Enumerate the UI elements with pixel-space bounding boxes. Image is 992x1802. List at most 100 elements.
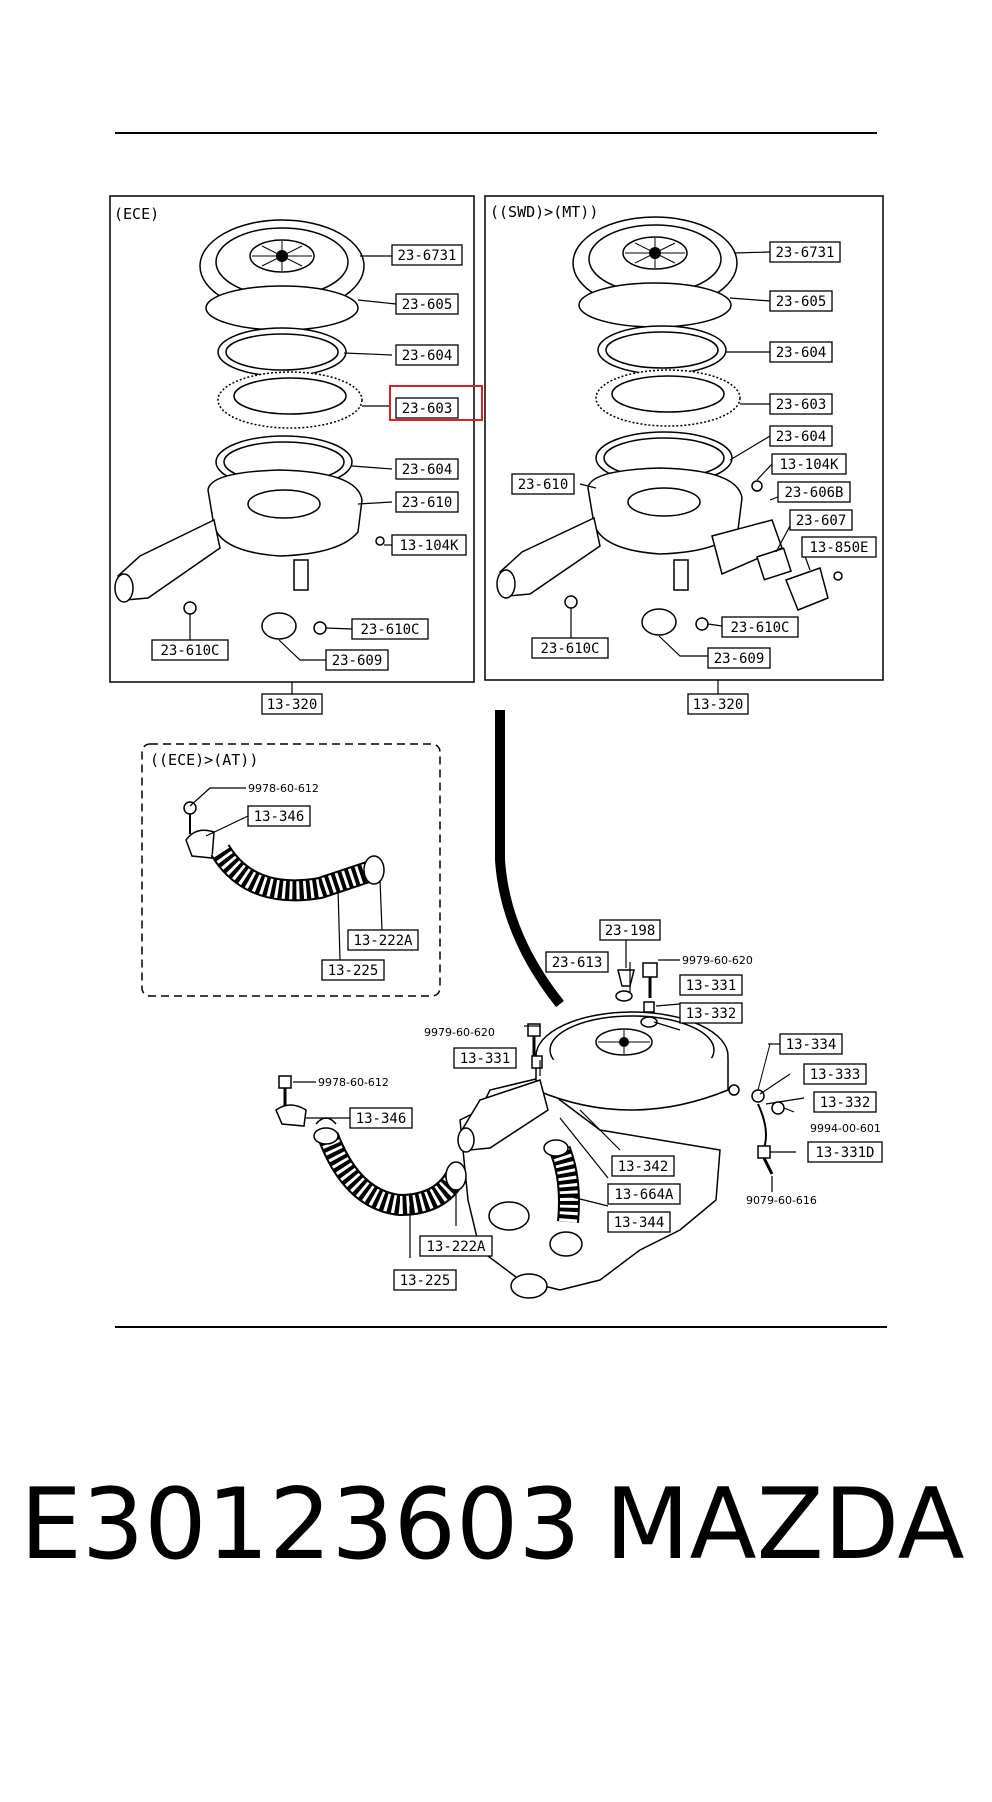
svg-text:13-346: 13-346 xyxy=(356,1111,407,1127)
svg-text:23-605: 23-605 xyxy=(402,297,453,313)
svg-text:13-850E: 13-850E xyxy=(809,540,868,556)
label-23-610C-left: 23-610C xyxy=(151,639,229,661)
svg-text:23-610C: 23-610C xyxy=(360,622,419,638)
label-13-342: 13-342 xyxy=(611,1155,675,1177)
label-23-603: 23-603 xyxy=(769,393,833,415)
svg-text:23-604: 23-604 xyxy=(776,345,827,361)
footer-caption: E30123603 MAZDA xyxy=(20,1470,980,1580)
label-23-6731: 23-6731 xyxy=(769,241,841,263)
bolt-label-top: 9979-60-620 xyxy=(682,954,753,967)
svg-text:23-6731: 23-6731 xyxy=(775,245,834,261)
svg-text:13-222A: 13-222A xyxy=(426,1239,486,1255)
label-23-198: 23-198 xyxy=(599,919,661,941)
svg-text:23-6731: 23-6731 xyxy=(397,248,456,264)
label-13-332-top: 13-332 xyxy=(679,1002,743,1024)
svg-text:23-609: 23-609 xyxy=(332,653,383,669)
svg-text:23-604: 23-604 xyxy=(776,429,827,445)
svg-text:13-344: 13-344 xyxy=(614,1215,665,1231)
section-label: ((SWD)>(MT)) xyxy=(490,203,598,221)
svg-text:13-332: 13-332 xyxy=(820,1095,871,1111)
label-13-334: 13-334 xyxy=(779,1033,843,1055)
label-13-664A: 13-664A xyxy=(607,1183,681,1205)
label-13-320-assembly: 13-320 xyxy=(687,693,749,715)
svg-text:13-332: 13-332 xyxy=(686,1006,737,1022)
label-23-610C-right: 23-610C xyxy=(721,616,799,638)
label-13-850E: 13-850E xyxy=(801,536,877,558)
svg-text:23-610: 23-610 xyxy=(402,495,453,511)
label-13-333: 13-333 xyxy=(803,1063,867,1085)
svg-text:23-610C: 23-610C xyxy=(160,643,219,659)
label-23-606B: 23-606B xyxy=(777,481,851,503)
svg-text:13-225: 13-225 xyxy=(328,963,379,979)
panel-swd: ((SWD)>(MT)) xyxy=(484,195,884,715)
label-13-225: 13-225 xyxy=(321,959,385,981)
svg-text:23-613: 23-613 xyxy=(552,955,603,971)
svg-text:13-346: 13-346 xyxy=(254,809,305,825)
svg-text:23-606B: 23-606B xyxy=(784,485,843,501)
svg-text:13-331D: 13-331D xyxy=(815,1145,874,1161)
label-23-604-top: 23-604 xyxy=(769,341,833,363)
label-23-605: 23-605 xyxy=(769,290,833,312)
label-23-610: 23-610 xyxy=(511,473,575,495)
bolt-label-left: 9979-60-620 xyxy=(424,1026,495,1039)
label-13-346: 13-346 xyxy=(247,805,311,827)
section-label: (ECE) xyxy=(114,205,159,223)
bolt-label: 9978-60-612 xyxy=(248,782,319,795)
bolt-label-bottom: 9079-60-616 xyxy=(746,1194,817,1207)
label-23-604-bottom: 23-604 xyxy=(395,458,459,480)
svg-text:23-610C: 23-610C xyxy=(730,620,789,636)
air-cleaner-drawing xyxy=(496,216,843,636)
label-23-604-bottom: 23-604 xyxy=(769,425,833,447)
svg-text:23-604: 23-604 xyxy=(402,348,453,364)
hose-drawing xyxy=(183,801,385,902)
svg-text:13-334: 13-334 xyxy=(786,1037,837,1053)
svg-text:13-320: 13-320 xyxy=(267,697,318,713)
svg-text:13-104K: 13-104K xyxy=(779,457,839,473)
label-13-104K: 13-104K xyxy=(391,534,467,556)
bolt-label-clamp: 9978-60-612 xyxy=(318,1076,389,1089)
parts-diagram: (ECE) xyxy=(109,132,887,1328)
panel-at: ((ECE)>(AT)) 9978-60-612 13-346 13-222A … xyxy=(141,743,441,997)
engine-view: 23-198 23-613 9979-60-620 13-331 13-332 … xyxy=(275,919,883,1299)
svg-text:13-331: 13-331 xyxy=(686,978,737,994)
svg-text:13-222A: 13-222A xyxy=(353,933,413,949)
label-23-605: 23-605 xyxy=(395,293,459,315)
svg-text:13-342: 13-342 xyxy=(618,1159,669,1175)
label-23-609: 23-609 xyxy=(325,649,389,671)
part-number: E30123603 xyxy=(20,1468,581,1582)
label-13-104K: 13-104K xyxy=(771,453,847,475)
svg-text:13-320: 13-320 xyxy=(693,697,744,713)
svg-text:23-604: 23-604 xyxy=(402,462,453,478)
svg-text:23-609: 23-609 xyxy=(714,651,765,667)
svg-text:13-104K: 13-104K xyxy=(399,538,459,554)
label-13-331D: 13-331D xyxy=(807,1141,883,1163)
svg-text:13-333: 13-333 xyxy=(810,1067,861,1083)
label-13-331-top: 13-331 xyxy=(679,974,743,996)
svg-text:23-198: 23-198 xyxy=(605,923,656,939)
label-23-610: 23-610 xyxy=(395,491,459,513)
label-13-346: 13-346 xyxy=(349,1107,413,1129)
air-cleaner-drawing xyxy=(114,219,385,640)
pointer-stroke xyxy=(495,710,564,1008)
label-23-613: 23-613 xyxy=(545,951,609,973)
section-label: ((ECE)>(AT)) xyxy=(150,751,258,769)
highlight-box xyxy=(389,385,483,421)
svg-text:13-225: 13-225 xyxy=(400,1273,451,1289)
svg-text:23-610C: 23-610C xyxy=(540,641,599,657)
label-13-222A: 13-222A xyxy=(419,1235,493,1257)
svg-text:13-664A: 13-664A xyxy=(614,1187,674,1203)
label-23-6731: 23-6731 xyxy=(391,244,463,266)
label-13-331-left: 13-331 xyxy=(453,1047,517,1069)
svg-text:23-607: 23-607 xyxy=(796,513,847,529)
svg-text:13-331: 13-331 xyxy=(460,1051,511,1067)
brand-name: MAZDA xyxy=(605,1468,965,1582)
label-13-320-assembly: 13-320 xyxy=(261,693,323,715)
label-13-332-right: 13-332 xyxy=(813,1091,877,1113)
label-13-344: 13-344 xyxy=(607,1211,671,1233)
label-23-607: 23-607 xyxy=(789,509,853,531)
label-23-604-top: 23-604 xyxy=(395,344,459,366)
svg-text:23-610: 23-610 xyxy=(518,477,569,493)
label-23-610C-left: 23-610C xyxy=(531,637,609,659)
label-13-225: 13-225 xyxy=(393,1269,457,1291)
svg-text:23-603: 23-603 xyxy=(776,397,827,413)
